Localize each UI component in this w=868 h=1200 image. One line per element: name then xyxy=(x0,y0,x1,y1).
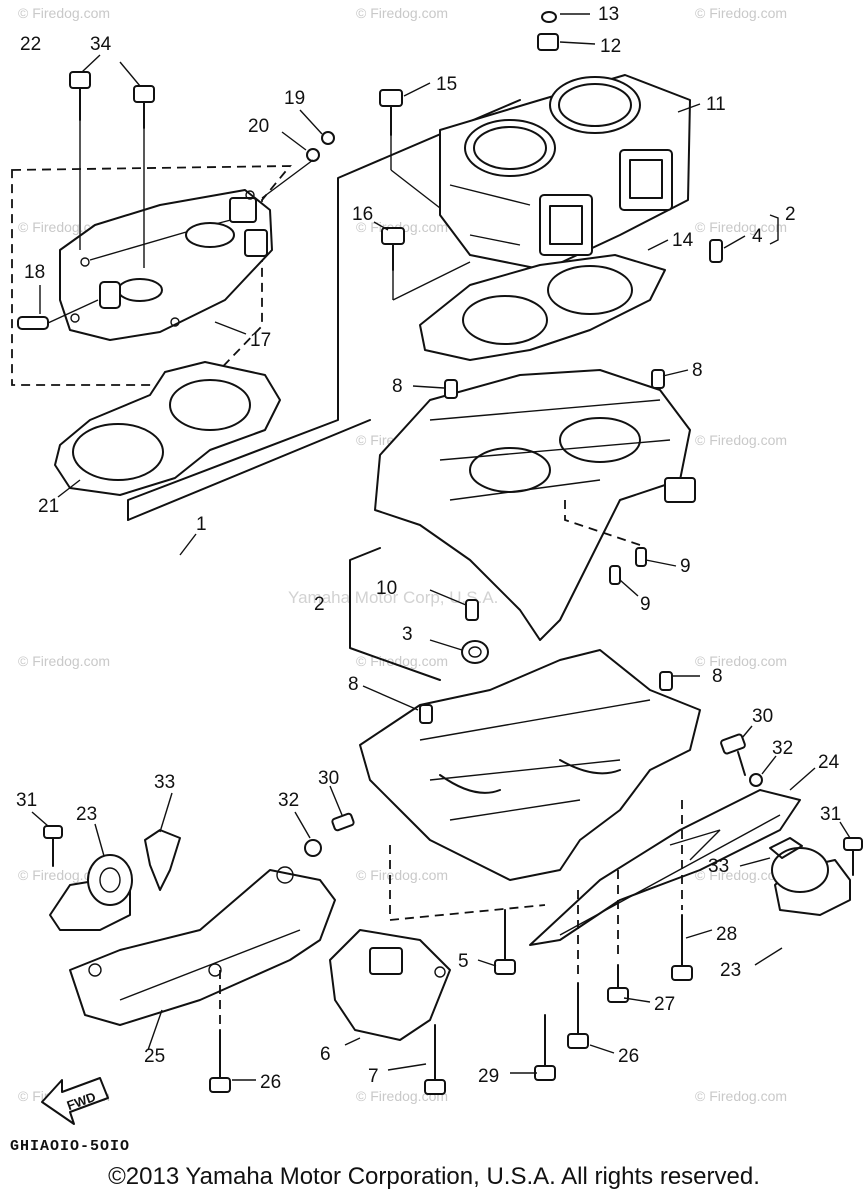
callout-13: 13 xyxy=(598,4,619,25)
callout-33-left: 33 xyxy=(154,772,175,793)
callout-25: 25 xyxy=(144,1046,165,1067)
callout-31-right: 31 xyxy=(820,804,841,825)
callout-32-left: 32 xyxy=(278,790,299,811)
watermark-text: © Firedog.com xyxy=(356,867,448,883)
damper-block xyxy=(329,929,451,1041)
watermark-text: © Firedog.com xyxy=(18,5,110,21)
callout-14: 14 xyxy=(672,230,694,251)
callout-27: 27 xyxy=(654,994,675,1015)
upper-crankcase xyxy=(374,369,696,641)
watermark-text: © Firedog.com xyxy=(695,219,787,235)
callout-23-right: 23 xyxy=(720,960,741,981)
callout-9-b: 9 xyxy=(640,594,651,615)
watermark-text: © Firedog.com xyxy=(18,867,110,883)
bolts-top-left xyxy=(17,71,335,330)
watermark-text: © Firedog.com xyxy=(356,653,448,669)
callout-21: 21 xyxy=(38,496,59,517)
right-engine-mount xyxy=(529,733,801,946)
callout-32-right: 32 xyxy=(772,738,793,759)
callout-3: 3 xyxy=(402,624,413,645)
head-gasket xyxy=(54,361,281,496)
watermark-layer: © Firedog.com © Firedog.com © Firedog.co… xyxy=(18,5,787,1104)
callout-33-right: 33 xyxy=(708,856,729,877)
callout-17: 17 xyxy=(250,330,271,351)
callout-31-left: 31 xyxy=(16,790,37,811)
cylinder-head-cover xyxy=(59,189,273,341)
callout-26-left: 26 xyxy=(260,1072,281,1093)
callout-2-top: 2 xyxy=(785,204,796,225)
center-watermark: Yamaha Motor Corp, U.S.A. xyxy=(288,588,498,607)
callout-29: 29 xyxy=(478,1066,499,1087)
leader-lines xyxy=(31,13,851,1081)
callout-26-right: 26 xyxy=(618,1046,639,1067)
callout-23-left: 23 xyxy=(76,804,97,825)
watermark-text: © Firedog.com xyxy=(18,653,110,669)
watermark-text: © Firedog.com xyxy=(695,5,787,21)
callout-18: 18 xyxy=(24,262,45,283)
callout-24: 24 xyxy=(818,752,840,773)
watermark-text: © Firedog.com xyxy=(695,432,787,448)
callout-28: 28 xyxy=(716,924,737,945)
callout-30-right: 30 xyxy=(752,706,773,727)
callout-15: 15 xyxy=(436,74,457,95)
callout-7: 7 xyxy=(368,1066,379,1087)
copyright-notice: ©2013 Yamaha Motor Corporation, U.S.A. A… xyxy=(108,1163,760,1190)
left-engine-mount xyxy=(69,812,355,1026)
watermark-text: © Firedog.com xyxy=(695,653,787,669)
watermark-text: © Firedog.com xyxy=(695,1088,787,1104)
callout-12: 12 xyxy=(600,36,621,57)
callout-20: 20 xyxy=(248,116,269,137)
diagram-code: GHIAOIO-5OIO xyxy=(10,1138,131,1155)
callout-10: 10 xyxy=(376,578,397,599)
callout-8-b: 8 xyxy=(692,360,703,381)
cylinder-block xyxy=(379,11,723,301)
group-outlines xyxy=(11,99,521,521)
callout-8-c: 8 xyxy=(348,674,359,695)
watermark-text: © Firedog.com xyxy=(356,5,448,21)
callout-labels: 13 12 22 34 15 11 19 20 16 2 4 14 18 17 … xyxy=(16,4,841,1093)
callout-9-a: 9 xyxy=(680,556,691,577)
callout-19: 19 xyxy=(284,88,305,109)
callout-11: 11 xyxy=(706,94,726,115)
callout-30-left: 30 xyxy=(318,768,339,789)
cylinder-base-gasket xyxy=(419,254,666,361)
callout-22: 22 xyxy=(20,34,41,55)
watermark-text: © Firedog.com xyxy=(695,867,787,883)
callout-1: 1 xyxy=(196,514,207,535)
fwd-arrow: FWD xyxy=(41,1077,109,1125)
callout-16: 16 xyxy=(352,204,373,225)
callout-2-mid: 2 xyxy=(314,594,325,615)
callout-6: 6 xyxy=(320,1044,331,1065)
bottom-bolts xyxy=(209,800,693,1095)
callout-34: 34 xyxy=(90,34,112,55)
crankcase-bracket xyxy=(349,547,489,681)
watermark-text: © Firedog.com xyxy=(356,219,448,235)
callout-4: 4 xyxy=(752,226,763,247)
lower-crankcase xyxy=(359,649,701,881)
callout-8-a: 8 xyxy=(392,376,403,397)
callout-8-d: 8 xyxy=(712,666,723,687)
callout-5: 5 xyxy=(458,951,469,972)
